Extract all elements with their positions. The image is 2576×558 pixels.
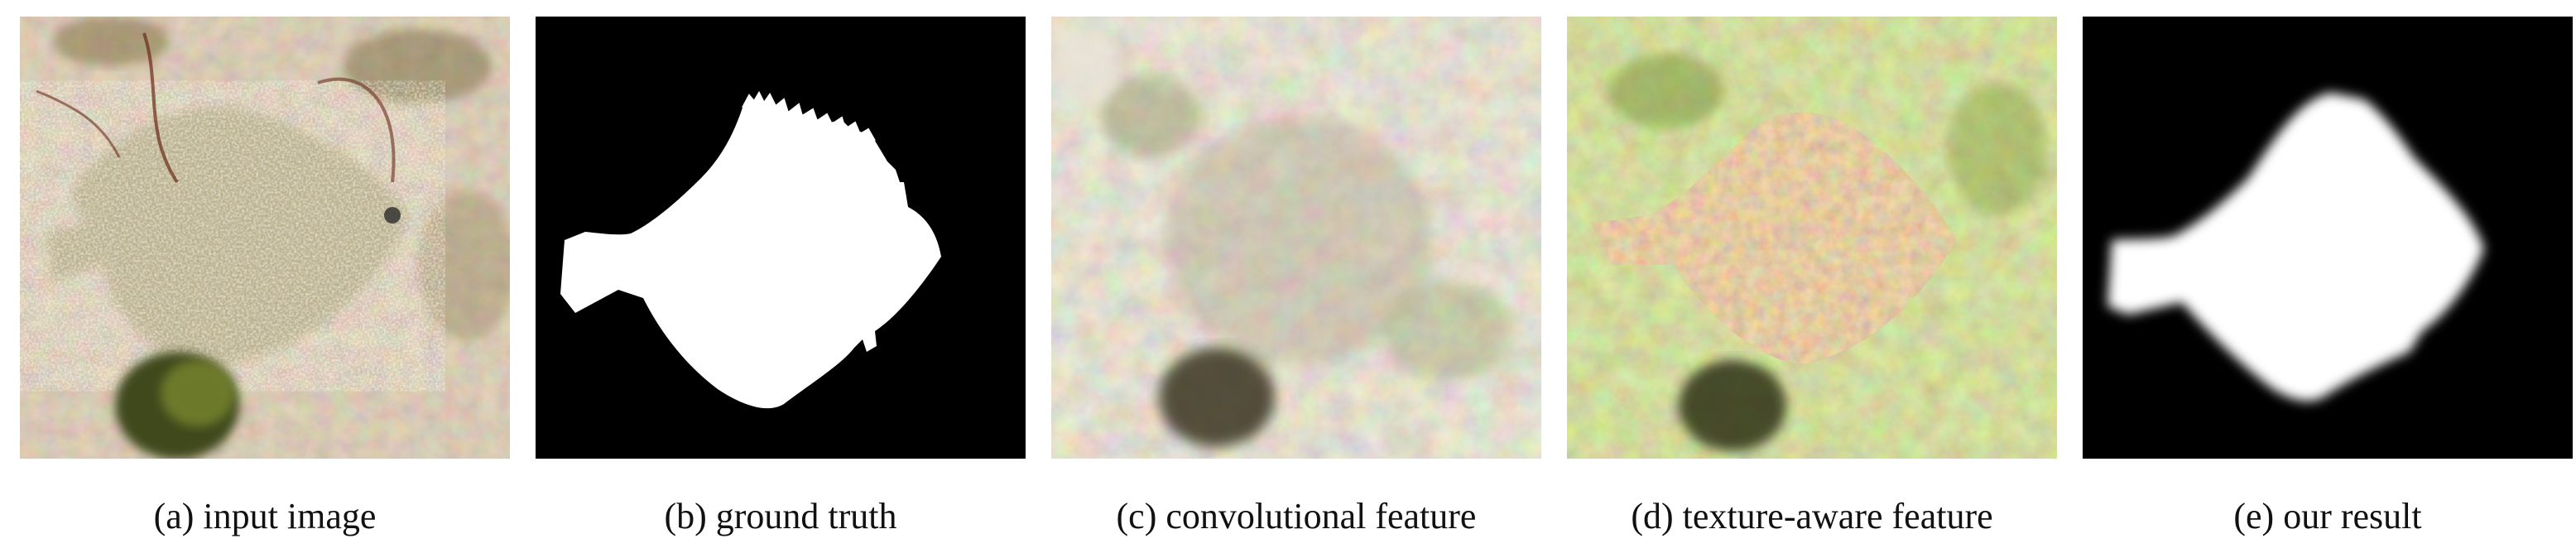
caption-input-image: (a) input image — [153, 496, 377, 536]
convolutional-feature-map — [1051, 17, 1541, 459]
our-result-panel — [2083, 17, 2573, 459]
ground-truth-panel — [536, 17, 1026, 459]
input-image — [20, 17, 510, 459]
caption-texture-aware-feature: (d) texture-aware feature — [1631, 496, 1993, 536]
predicted-mask — [2083, 17, 2573, 459]
texture-aware-feature-map — [1567, 17, 2057, 459]
caption-our-result: (e) our result — [2233, 496, 2422, 536]
ground-truth-mask — [536, 17, 1026, 459]
caption-convolutional-feature: (c) convolutional feature — [1116, 496, 1477, 536]
convolutional-feature-panel — [1051, 17, 1541, 459]
caption-ground-truth: (b) ground truth — [664, 496, 897, 536]
input-image-panel — [20, 17, 510, 459]
texture-aware-feature-panel — [1567, 17, 2057, 459]
